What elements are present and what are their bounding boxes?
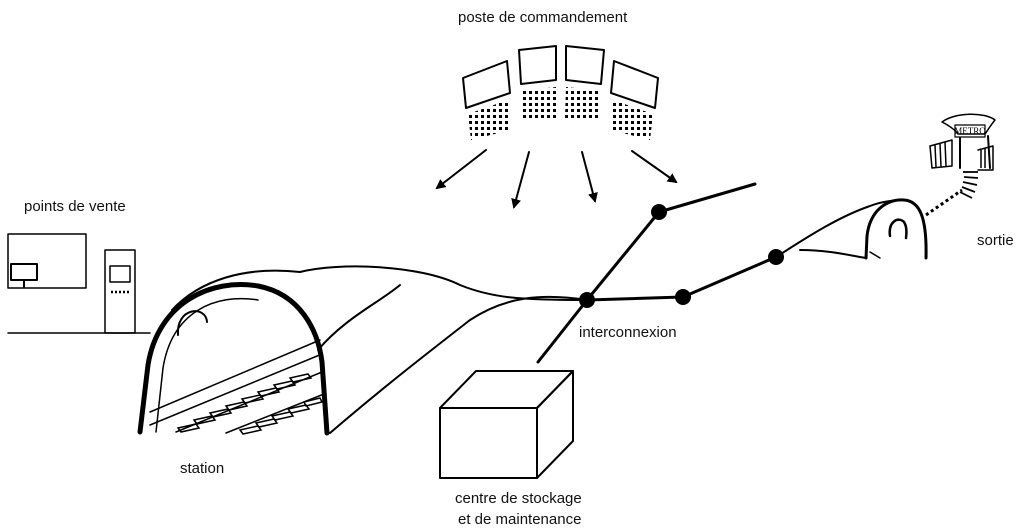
interconnection-node: [579, 292, 595, 308]
tunnel-icon: [775, 198, 928, 260]
station-tunnel: [137, 265, 588, 436]
command-arrows: [435, 149, 678, 209]
monitor-icon: [10, 263, 38, 288]
sales-counter: [7, 233, 87, 289]
line-branch-upper: [585, 210, 661, 302]
warehouse-box-icon: [439, 370, 574, 479]
arrow-3: [581, 151, 598, 203]
exit-stairs: [959, 171, 979, 199]
track-ties-left: [176, 373, 313, 433]
station-cable-loop: [176, 310, 208, 336]
label-station: station: [180, 460, 225, 477]
network-node-3: [675, 289, 691, 305]
sales-area: [7, 233, 151, 334]
label-storage-line2: et de maintenance: [458, 511, 582, 528]
screen-1: [462, 60, 511, 140]
metro-entrance-icon: METRO: [929, 113, 996, 171]
screen-4: [610, 60, 659, 140]
station-tracks: [149, 339, 325, 435]
arrow-2: [511, 151, 530, 209]
screen-3: [565, 45, 605, 121]
network-node-2: [651, 204, 667, 220]
label-exit: sortie: [977, 232, 1014, 249]
label-storage-line1: centre de stockage: [455, 490, 582, 507]
screen-2: [518, 45, 557, 121]
station-arch-inner: [155, 297, 259, 433]
label-sales-points: points de vente: [24, 198, 126, 215]
exit-path: [925, 188, 963, 217]
metro-sign-text: METRO: [954, 126, 986, 136]
label-interconnection: interconnexion: [579, 324, 677, 341]
line-branch-storage: [536, 298, 589, 364]
station-tunnel-lower: [329, 295, 588, 434]
ticket-machine-icon: [104, 249, 136, 334]
line-main-east-2: [681, 255, 778, 299]
arrow-4: [631, 150, 678, 184]
station-arch-thick: [137, 282, 330, 436]
arrow-1: [435, 149, 487, 190]
station-tunnel-ridge: [317, 284, 401, 351]
line-main-east: [585, 295, 685, 302]
control-center-screens: [462, 45, 659, 140]
line-branch-top: [657, 182, 757, 214]
station-tunnel-roof: [171, 265, 588, 311]
label-control-center: poste de commandement: [458, 9, 628, 26]
track-ties-right: [238, 397, 324, 435]
